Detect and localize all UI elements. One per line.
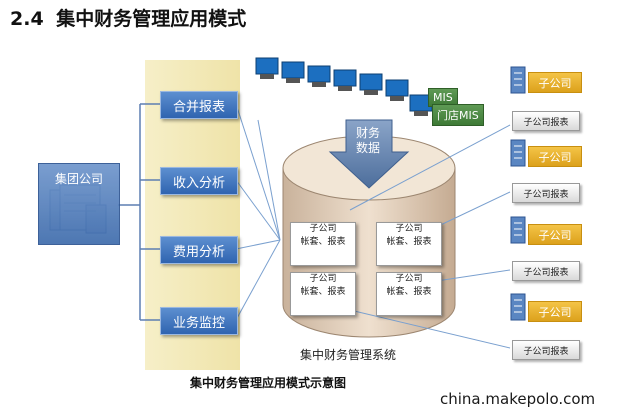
subsidiary-report: 子公司报表 [512,183,580,203]
inner-subsidiary-card: 子公司帐套、报表 [376,272,442,316]
finance-data-arrow [328,119,410,189]
watermark-footer: china.makepolo.com [440,390,596,408]
title-text: 集中财务管理应用模式 [56,8,247,30]
computer-icon [281,61,305,83]
building-icon [510,216,526,244]
computer-icon [307,65,331,87]
function-links [235,103,281,321]
inner-subsidiary-card: 子公司帐套、报表 [376,222,442,266]
system-label: 集中财务管理系统 [300,348,397,362]
group-company-label: 集团公司 [54,172,103,186]
title-number: 2.4 [10,8,44,30]
subsidiary-report: 子公司报表 [512,261,580,281]
inner-subsidiary-card: 子公司帐套、报表 [290,222,356,266]
subsidiary-company: 子公司 [528,146,582,167]
finance-data-line1: 财务 [355,126,380,140]
building-icon [510,66,526,94]
group-bracket [118,103,160,321]
subsidiary-company: 子公司 [528,224,582,245]
subsidiary-links [349,124,511,349]
store-mis-label: 门店MIS [432,104,484,126]
func-expense-analysis: 费用分析 [160,236,238,264]
finance-data-line2: 数据 [355,141,380,155]
inner-subsidiary-card: 子公司帐套、报表 [290,272,356,316]
subsidiary-report: 子公司报表 [512,111,580,131]
subsidiary-company: 子公司 [528,72,582,93]
finance-data-label: 财务 数据 [346,126,390,156]
subsidiary-company: 子公司 [528,301,582,322]
building-icon [510,139,526,167]
computer-icon [255,57,279,79]
func-revenue-analysis: 收入分析 [160,167,238,195]
subsidiary-report: 子公司报表 [512,340,580,360]
computer-icon [333,69,357,91]
diagram-caption: 集中财务管理应用模式示意图 [190,376,347,390]
building-icon [510,293,526,321]
group-company-box: 集团公司 [38,163,120,245]
page-title: 2.4 集中财务管理应用模式 [10,4,246,31]
mis-label: MIS [428,88,458,107]
computer-icon [385,79,409,101]
func-business-monitor: 业务监控 [160,307,238,335]
computer-stack [255,57,433,116]
computer-icon [359,73,383,95]
func-consolidated-report: 合并报表 [160,91,238,119]
